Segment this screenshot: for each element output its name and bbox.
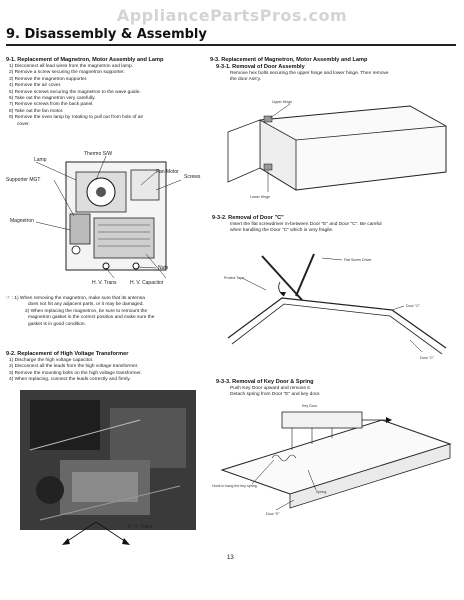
watermark: AppliancePartsPros.com [116,6,348,25]
label-hv-capacitor: H. V. Capacitor [130,280,164,286]
door-assembly-illustration [227,103,447,192]
step-5: 5) Remove screws securing the magnetron … [9,89,141,95]
key-door-figure: Key Door Hook to hang the key spring Spr… [212,398,456,524]
page-number: 13 [227,555,234,561]
label-magnetron: Magnetron [10,218,34,224]
label-lamp: Lamp [34,157,47,163]
note-2-cont-b: gasket is in good condition. [28,321,86,327]
step-9-cont: cover. [17,121,30,127]
section-9-3-3-text: Push Key Door upward and remove it. Deta… [230,386,320,399]
key-door-line-1: Push Key Door upward and remove it. [230,386,312,391]
label-lower-hinge: Lower Hinge [250,195,271,199]
label-protect-tape: Protect Tape [224,276,245,280]
section-9-2-heading: 9-2. Replacement of High Voltage Transfo… [6,351,129,357]
label-key-door: Key Door [302,404,317,408]
hv-trans-callout [62,521,130,545]
hv-transformer-photo [20,390,196,530]
note-pointer-icon: ☞ [6,296,11,301]
label-door-c-top: Door "C" [406,304,420,308]
door-assembly-figure: Upper Hinge Lower Hinge [220,92,456,210]
step-2: 2) Remove a screw securing the magnetron… [9,70,125,76]
step-6: 6) Take out the magnetron very carefully… [9,96,96,102]
key-door-illustration [220,411,452,511]
section-9-1-heading: 9-1. Replacement of Magnetron, Motor Ass… [6,57,164,63]
magnetron-figure: Lamp Thermo S/W Supporter MGT Fan Motor … [6,150,202,290]
label-fan-motor: Fan Motor [156,169,179,175]
section-9-3-2-heading: 9-3-2. Removal of Door "C" [212,215,284,221]
note-2-cont-a: magnetron gasket in the correct position… [28,315,155,321]
step-8: 8) Take out the fan motor. [9,108,64,114]
label-upper-hinge: Upper Hinge [272,100,293,104]
title-rule [6,44,456,46]
section-9-3-2-text: Insert the flat screwdriver in-between D… [230,222,382,234]
section-9-3-1-heading: 9-3-1. Removal of Door Assembly [216,64,305,70]
door-c-illustration [227,253,447,355]
step-3: 3) Remove the magnetron supporter. [9,76,88,82]
magnetron-illustration [35,155,182,279]
hv-step-3: 3) Remove the mounting bolts on the high… [9,370,142,376]
section-9-3-1-text: Remove hex bolts securing the upper hing… [230,71,389,83]
label-flat-screwdriver: Flat Screw Driver [344,258,372,262]
note-1: : 1) When removing the magnetron, make s… [11,296,145,301]
label-thermo-switch: Thermo S/W [84,151,113,157]
section-9-2-steps: 1) Discharge the high voltage capacitor.… [9,358,142,384]
section-9-3-heading: 9-3. Replacement of Magnetron, Motor Ass… [210,57,368,63]
page-title: 9. Disassembly & Assembly [6,27,207,42]
label-nuts: Nuts [158,265,169,271]
note-2: 2) When replacing the magnetron, be sure… [25,308,148,314]
label-hv-trans: H. V. Trans [92,280,117,286]
section-9-1-steps: 1) Disconnect all lead wires from the ma… [9,64,143,128]
label-hv-trans-photo: H. V. Trans [128,524,153,530]
hv-step-2: 2) Disconnect all the leads from the hig… [9,364,139,370]
label-door-e: Door "E" [266,512,280,516]
label-hook-key-spring: Hook to hang the key spring [212,484,257,488]
note-1-cont: does not hit any adjacent parts, or it m… [28,302,144,308]
label-door-c-bottom: Door "C" [420,356,434,360]
step-1: 1) Disconnect all lead wires from the ma… [9,64,133,69]
step-7: 7) Remove screws from the back panel. [9,102,94,108]
caution-notes: ☞ : 1) When removing the magnetron, make… [6,296,206,328]
section-9-3-3-heading: 9-3-3. Removal of Key Door & Spring [216,379,314,385]
step-4: 4) Remove the air cover. [9,83,62,89]
key-door-line-2: Detach spring from Door "E" and key door… [230,392,321,398]
label-screws: Screws [184,174,201,180]
label-spring: Spring [316,490,327,494]
door-c-figure: Flat Screw Driver Protect Tape Door "C" … [222,248,452,368]
hv-step-4: 4) When replacing, connect the leads cor… [9,377,131,383]
label-supporter-mgt: Supporter MGT [6,177,41,183]
hv-step-1: 1) Discharge the high voltage capacitor. [9,358,94,363]
step-9: 9) Remove the oven lamp by rotating to p… [9,115,144,121]
